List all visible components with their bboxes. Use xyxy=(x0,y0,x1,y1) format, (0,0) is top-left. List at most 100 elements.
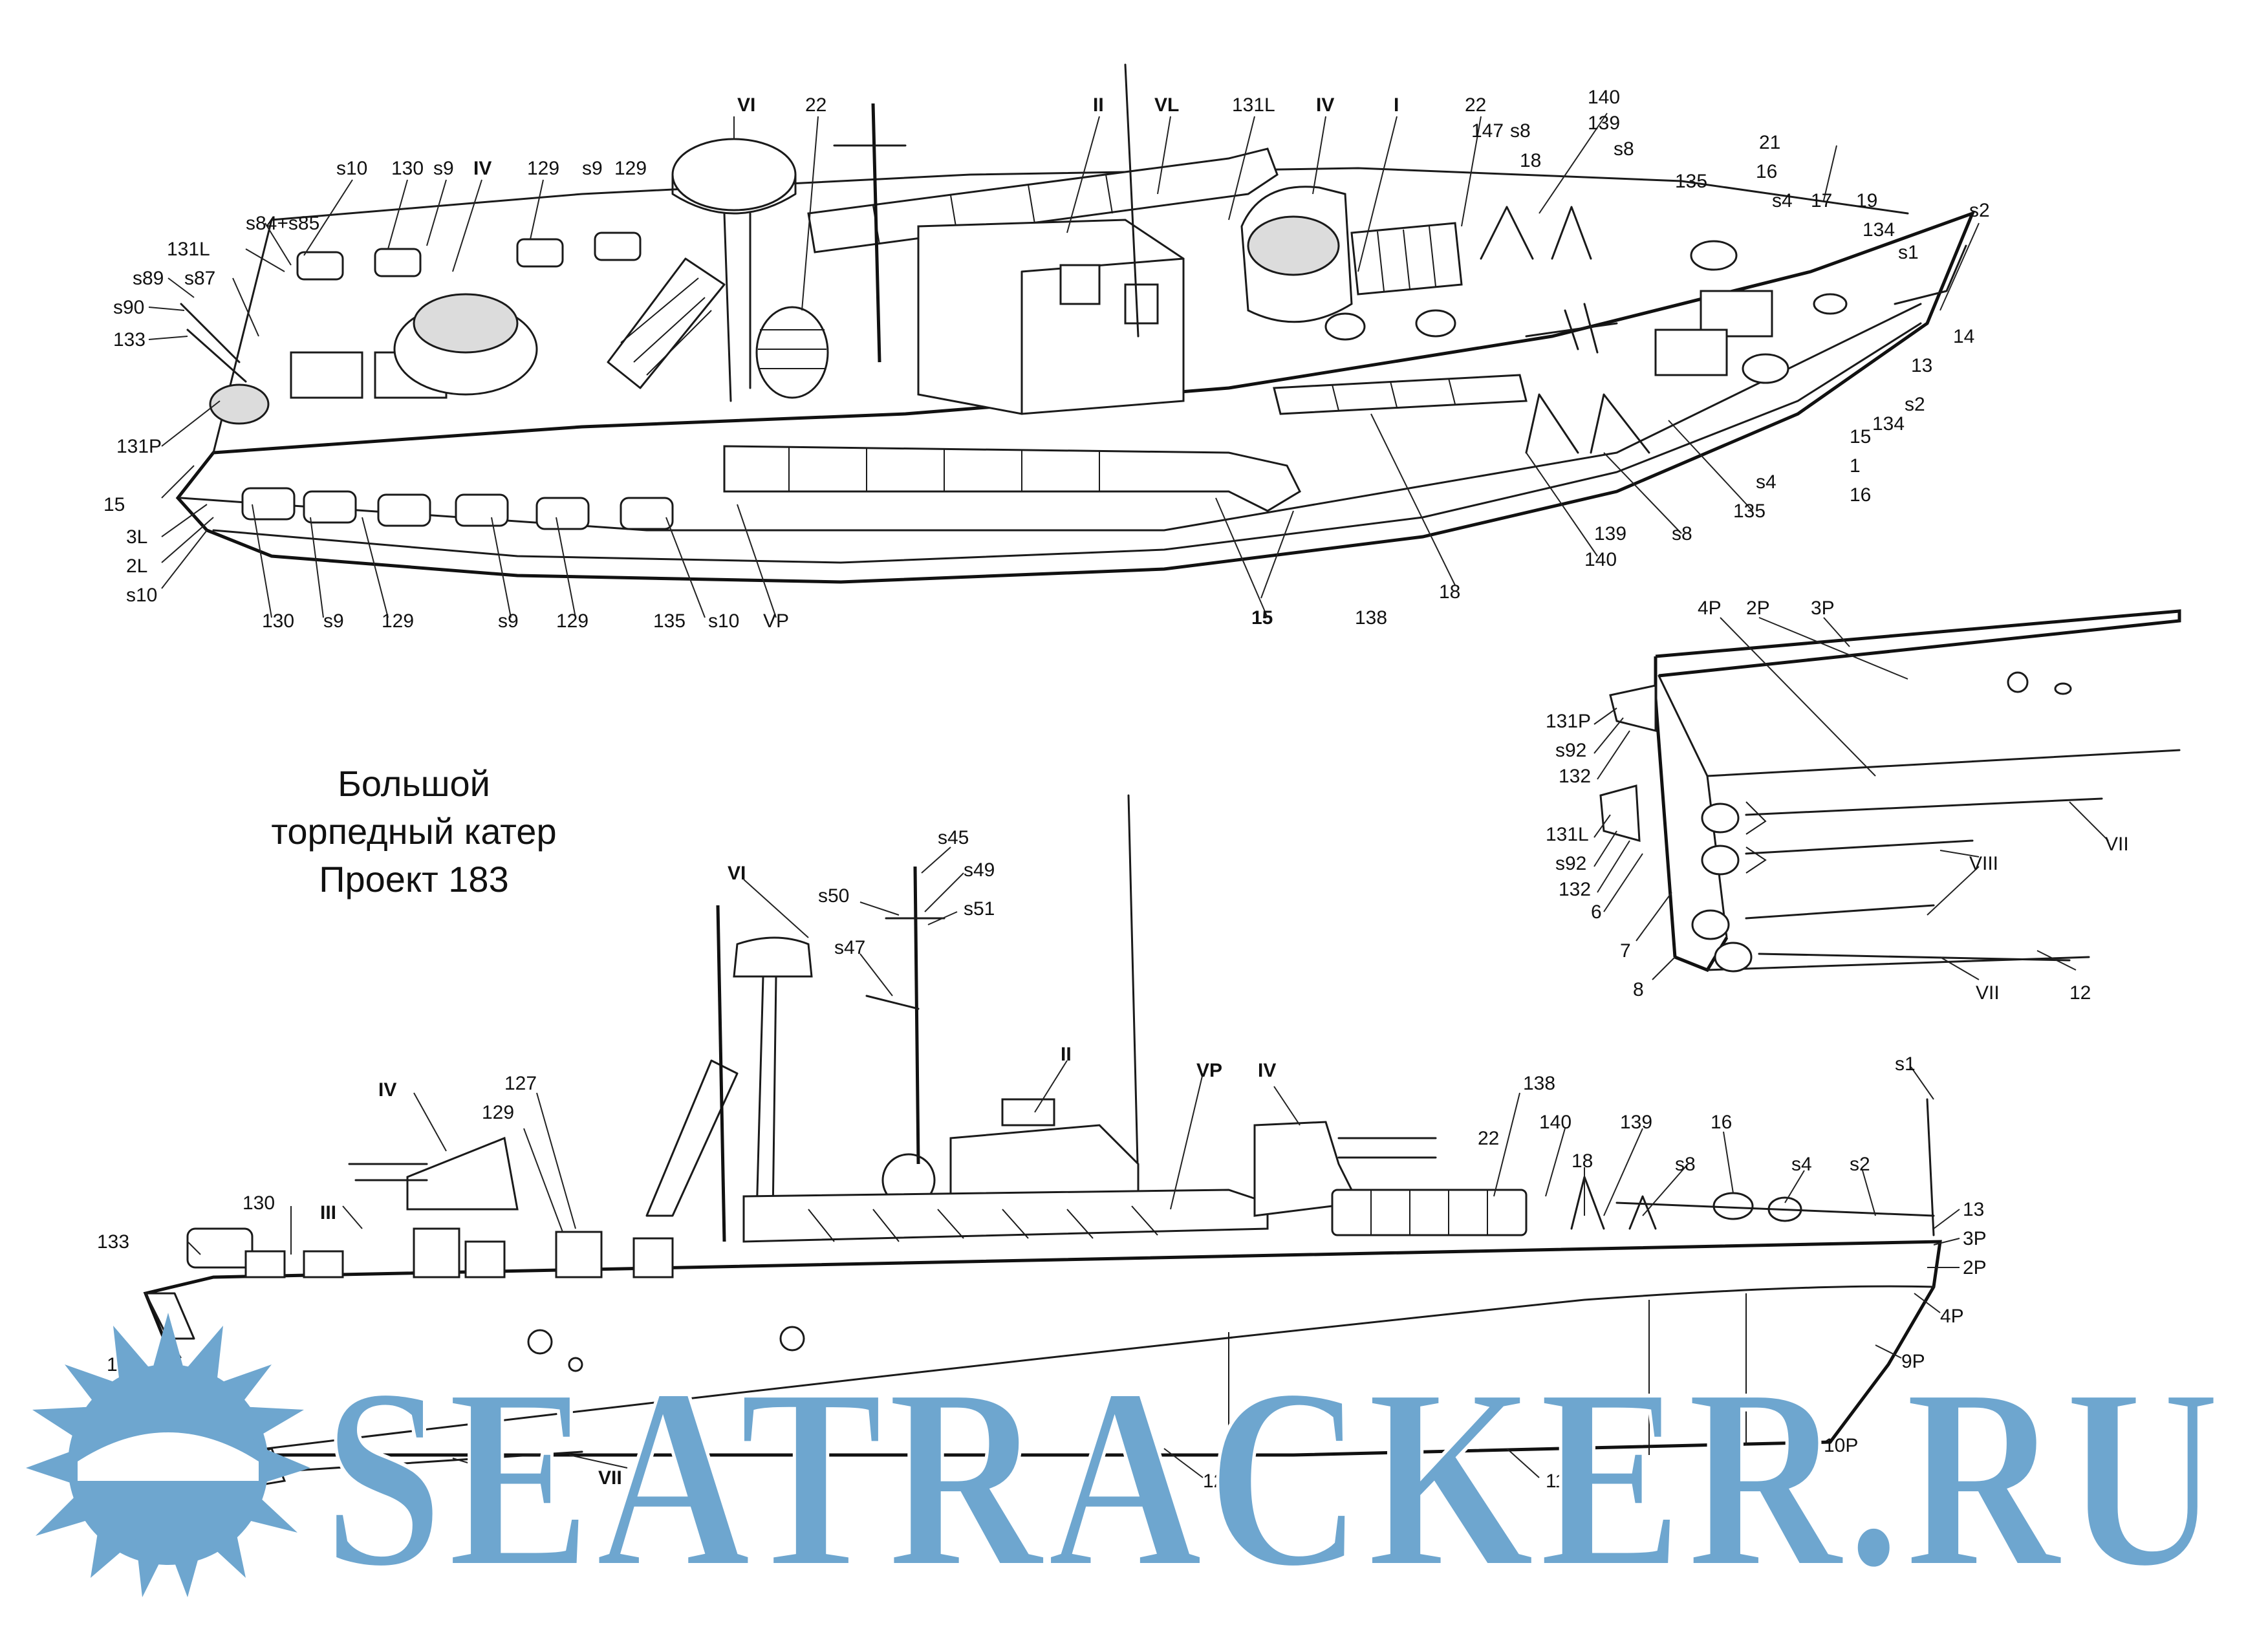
callout-label: 129 xyxy=(556,610,589,632)
callout-label: VP xyxy=(763,610,789,632)
callout-label: 140 xyxy=(1584,549,1617,570)
side-view-leaders xyxy=(161,846,1960,1478)
callout-label: s8 xyxy=(1675,1154,1696,1175)
callout-label: 130 xyxy=(243,1192,275,1214)
callout-label: 8 xyxy=(1633,979,1644,1000)
callout-label: s10 xyxy=(708,610,739,632)
callout-label: s9 xyxy=(433,158,454,179)
callout-label: 17 xyxy=(1811,190,1832,211)
callout-label: 7 xyxy=(1620,940,1631,962)
callout-label: 140 xyxy=(1588,87,1620,108)
callout-label: II xyxy=(1093,94,1104,116)
callout-label: VI xyxy=(728,863,746,884)
callout-label: 129 xyxy=(382,610,414,632)
callout-label: 2P xyxy=(1963,1257,1987,1278)
callout-label: s84+s85 xyxy=(246,213,319,234)
callout-label: 4P xyxy=(1698,598,1722,619)
callout-label: 18 xyxy=(1439,581,1460,603)
callout-label: 16 xyxy=(1711,1112,1732,1133)
sun-burst-logo xyxy=(26,1313,310,1597)
callout-label: 19 xyxy=(1856,190,1877,211)
callout-label: VII xyxy=(1976,982,2000,1004)
callout-label: 12 xyxy=(2069,982,2091,1004)
callout-label: 12 xyxy=(1203,1471,1224,1492)
callout-label: 2P xyxy=(1746,598,1770,619)
callout-label: 2L xyxy=(126,555,147,577)
callout-label: s10 xyxy=(336,158,367,179)
callout-label: 134 xyxy=(1863,219,1895,241)
callout-label: 133 xyxy=(97,1231,129,1253)
callout-label: 131L xyxy=(1546,824,1589,845)
callout-label: 14 xyxy=(1953,326,1974,347)
callout-label: 16 xyxy=(1756,161,1777,182)
callout-label: 9P xyxy=(1901,1351,1925,1372)
title-line-2: торпедный катер xyxy=(271,811,557,852)
top-view-leaders xyxy=(148,113,1980,618)
callout-label: 15 xyxy=(1850,426,1871,447)
callout-label: s4 xyxy=(1772,190,1793,211)
callout-label: III xyxy=(320,1202,336,1223)
callout-label: VL xyxy=(1154,94,1179,116)
callout-label: 127 xyxy=(504,1073,537,1094)
callout-label: 13 xyxy=(1911,355,1932,376)
callout-label: 22 xyxy=(805,94,826,116)
drawing-title: Большой торпедный катер Проект 183 xyxy=(259,760,569,903)
callout-label: VI xyxy=(737,94,755,116)
callout-label: s45 xyxy=(938,827,969,848)
callout-label: IV xyxy=(378,1079,396,1101)
callout-label: s2 xyxy=(1905,394,1925,415)
callout-label: 134 xyxy=(1872,413,1905,435)
callout-label: 10P xyxy=(1824,1435,1858,1456)
callout-label: IV xyxy=(473,158,491,179)
callout-label: s92 xyxy=(1555,740,1586,761)
callout-label: s9 xyxy=(323,610,344,632)
callout-label: 3L xyxy=(126,526,147,548)
callout-label: VII xyxy=(598,1467,622,1489)
callout-label: 135 xyxy=(1675,171,1707,192)
callout-label: 132 xyxy=(1559,766,1591,787)
callout-label: s2 xyxy=(1969,200,1990,221)
callout-label: 13 xyxy=(1963,1199,1984,1220)
side-view-labels: s45 s49 s50 s51 s47 VI II VP IV 138 140 … xyxy=(97,827,1987,1498)
callout-label: 18 xyxy=(1520,150,1541,171)
callout-label: 6 xyxy=(1591,901,1602,923)
callout-label: 131P xyxy=(1546,711,1591,732)
callout-label: s8 xyxy=(1672,523,1692,544)
callout-label: 130 xyxy=(262,610,294,632)
callout-label: 140 xyxy=(1539,1112,1571,1133)
callout-label: 3P xyxy=(1963,1228,1987,1249)
callout-label: s87 xyxy=(184,268,215,289)
callout-label: s2 xyxy=(1850,1154,1870,1175)
callout-label: s8 xyxy=(1614,138,1634,160)
callout-label: 139 xyxy=(1620,1112,1652,1133)
callout-label: II xyxy=(1061,1044,1072,1065)
callout-label: 131P xyxy=(116,436,162,457)
callout-label: s49 xyxy=(964,859,995,881)
callout-label: s47 xyxy=(834,937,865,958)
callout-label: 21 xyxy=(1759,132,1780,153)
side-view-drawing xyxy=(143,794,1942,1489)
callout-label: 16 xyxy=(1850,484,1871,506)
callout-label: VII xyxy=(2105,834,2129,855)
callout-label: s50 xyxy=(818,885,849,907)
callout-label: VP xyxy=(1196,1060,1222,1081)
callout-label: 138 xyxy=(1355,607,1387,629)
callout-label: 22 xyxy=(1478,1128,1499,1149)
callout-label: s89 xyxy=(133,268,164,289)
callout-label: 15 xyxy=(1251,607,1273,629)
callout-label: I xyxy=(1394,94,1399,116)
callout-label: 135 xyxy=(1733,501,1766,522)
callout-label: 4P xyxy=(1940,1306,1964,1327)
callout-label: s4 xyxy=(1756,471,1777,493)
callout-label: 133 xyxy=(113,329,146,350)
top-view-labels: s10 130 s9 IV 129 s9 129 VI 22 II VL 131… xyxy=(103,87,1990,632)
callout-label: 139 xyxy=(1594,523,1626,544)
callout-label: s8 xyxy=(1510,120,1531,142)
watermark: SEATRACKER.RU xyxy=(26,1313,2221,1623)
callout-label: VIII xyxy=(475,1477,504,1498)
callout-label: 11 xyxy=(1546,1471,1566,1492)
callout-label: 139 xyxy=(1588,113,1620,134)
callout-label: s92 xyxy=(1555,853,1586,874)
callout-label: 3P xyxy=(1811,598,1835,619)
callout-label: 129 xyxy=(614,158,647,179)
